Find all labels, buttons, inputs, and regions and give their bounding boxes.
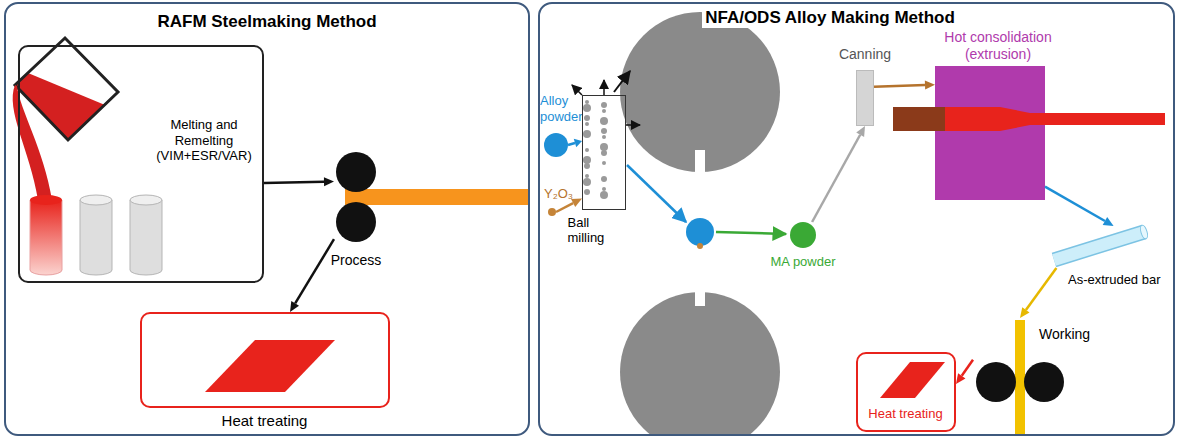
extruded-bar: As-extruded bar: [1046, 226, 1150, 268]
heat-treat-box: Heat treating: [140, 312, 390, 408]
flow-arrow: [1045, 187, 1114, 226]
panel-title: RAFM Steelmaking Method: [157, 12, 376, 32]
bar: [1054, 224, 1149, 260]
step-label: Canning: [839, 46, 891, 63]
can: Canning: [856, 70, 874, 126]
flow-arrow: [874, 81, 935, 90]
ball-mill-box: Ball milling: [582, 95, 626, 210]
step-label: Heat treating: [222, 412, 308, 430]
step-label: Melting and Remelting (VIM+ESR/VAR): [150, 117, 258, 164]
crucible: [13, 38, 118, 200]
flow-arrow: [627, 165, 686, 222]
material-label: Alloy powder: [540, 93, 592, 124]
flow-arrow: [290, 239, 334, 312]
plate: [205, 340, 335, 392]
ingots: [30, 195, 162, 275]
flow-arrow: [812, 126, 865, 222]
flow-arrow: [568, 139, 582, 148]
powder-circle: Alloy powder: [544, 133, 568, 157]
press-arrows: [686, 150, 714, 306]
billet: [893, 107, 945, 131]
melting-box: Melting and Remelting (VIM+ESR/VAR): [18, 45, 264, 283]
mill-roll: [620, 292, 780, 435]
extrusion-press: Hot consolidation (extrusion): [935, 66, 1045, 200]
mill-roll: [620, 12, 780, 172]
method-panel: NFA/ODS Alloy Making MethodAlloy powderY…: [538, 2, 1175, 436]
roller: [976, 362, 1016, 402]
powder-particle: [686, 218, 714, 246]
step-label: Process: [331, 252, 382, 269]
extrusion-press: [935, 66, 1045, 200]
material-label: As-extruded bar: [1068, 272, 1161, 288]
rolled-strip: [345, 189, 528, 205]
flow-arrow: [264, 177, 334, 186]
step-label: Working: [1039, 326, 1090, 343]
roller-pair: Working: [973, 318, 1067, 428]
plate: [880, 362, 945, 398]
step-label: Hot consolidation (extrusion): [929, 29, 1067, 63]
roller: [336, 202, 376, 242]
flow-arrow: [1020, 268, 1056, 318]
worked-strip: [1015, 320, 1025, 436]
flow-arrow: [716, 232, 786, 234]
step-label: Ball milling: [568, 215, 624, 246]
oxide-dot: Y₂O₃: [548, 208, 556, 216]
roller: [336, 152, 376, 192]
milling-balls: [583, 100, 608, 199]
panel-title: NFA/ODS Alloy Making Method: [702, 8, 958, 28]
material-label: Y₂O₃: [544, 186, 573, 202]
roller-pair: Process: [334, 148, 378, 244]
zoom-arrow: [614, 71, 630, 92]
extruded-rod: [945, 107, 1165, 131]
flow-arrow: [956, 360, 973, 384]
step-label: Heat treating: [868, 406, 942, 422]
material-label: MA powder: [770, 254, 835, 270]
heat-treat-box: Heat treating: [856, 352, 956, 432]
method-panel: RAFM Steelmaking MethodMelting and Remel…: [4, 2, 530, 436]
powder-circle: MA powder: [790, 222, 816, 248]
roller: [1024, 362, 1064, 402]
oxide-particle: [697, 243, 703, 249]
